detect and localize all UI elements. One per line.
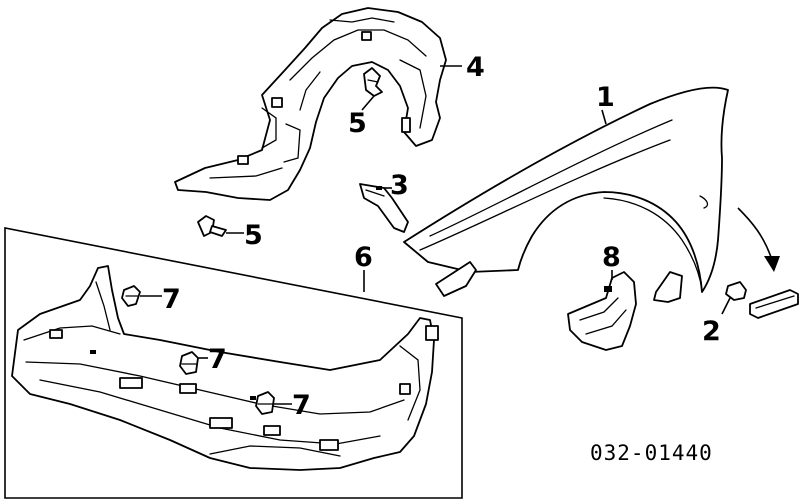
fender-bracket bbox=[359, 183, 409, 233]
callout-2: 2 bbox=[702, 316, 721, 347]
clip-7a bbox=[121, 285, 141, 307]
front-fender bbox=[403, 86, 729, 303]
screw-lower bbox=[197, 215, 227, 237]
callout-5-lower: 5 bbox=[244, 220, 263, 251]
clip-7b bbox=[179, 351, 199, 375]
callout-5-upper: 5 bbox=[348, 108, 367, 139]
callout-1: 1 bbox=[596, 82, 615, 113]
diagram-code: 032-01440 bbox=[590, 441, 713, 465]
fender-liner bbox=[174, 7, 447, 201]
detail-frame bbox=[4, 227, 463, 499]
callout-6: 6 bbox=[354, 242, 373, 273]
mud-guard bbox=[567, 271, 637, 351]
callout-4: 4 bbox=[466, 52, 485, 83]
callout-labels: 4 1 5 3 5 6 8 7 7 7 2 032-01440 bbox=[162, 52, 721, 465]
callout-7-top: 7 bbox=[162, 284, 181, 315]
callout-3: 3 bbox=[390, 170, 409, 201]
callout-7-middle: 7 bbox=[208, 344, 227, 375]
callout-8: 8 bbox=[602, 242, 621, 273]
splash-shield bbox=[11, 265, 439, 471]
clip-7c bbox=[255, 391, 275, 415]
garnish-molding bbox=[725, 207, 799, 319]
callout-7-bottom: 7 bbox=[292, 390, 311, 421]
clip-upper bbox=[363, 67, 383, 97]
leader-lines bbox=[140, 65, 731, 405]
